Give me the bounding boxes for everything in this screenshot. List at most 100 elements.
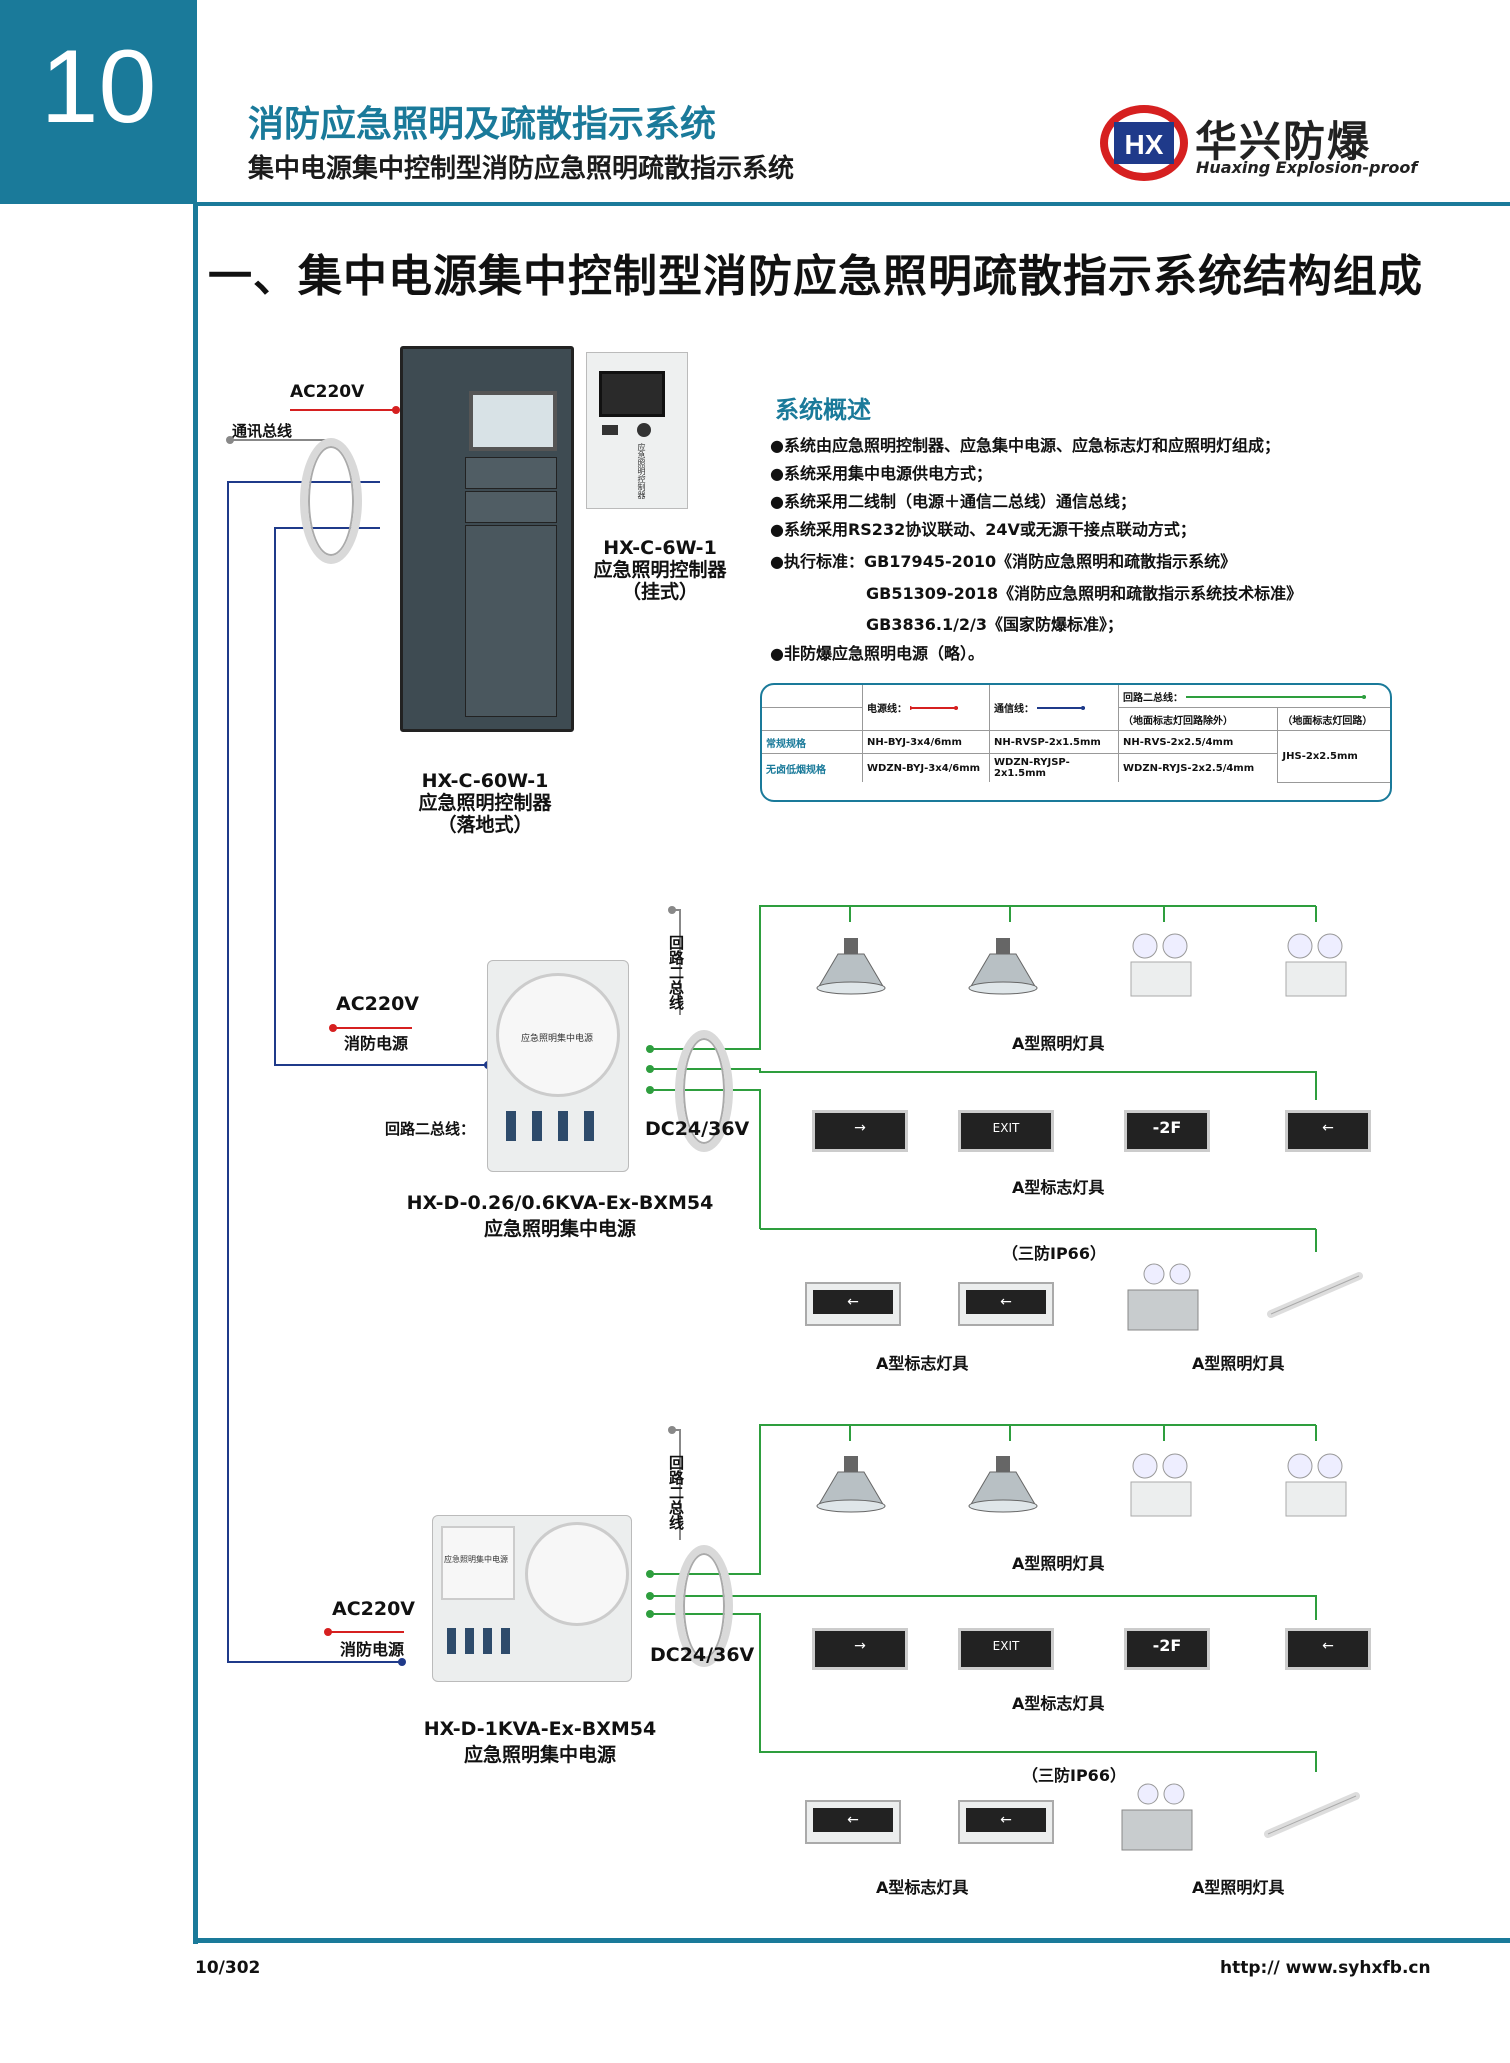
group2-fire-power: 消防电源 xyxy=(340,1640,405,1659)
logo-mark: HX xyxy=(1125,129,1164,160)
spec-comm-value: NH-RVSP-2x1.5mm xyxy=(989,730,1119,754)
group2-loop-bus-vertical: 回路二总线 xyxy=(667,1455,685,1530)
wall-controller-name: 应急照明控制器 xyxy=(593,559,727,581)
wall-controller-mount: （挂式） xyxy=(621,581,698,603)
spec-comm-value: WDZN-RYJSP-2x1.5mm xyxy=(989,753,1119,782)
floor-controller-cabinet xyxy=(400,346,574,732)
group1-row1-label: A型照明灯具 xyxy=(1012,1034,1105,1053)
group1-name: 应急照明集中电源 xyxy=(483,1218,636,1240)
logo-text-cn: 华兴防爆 xyxy=(1195,117,1372,166)
group1-loop-bus-vertical: 回路二总线 xyxy=(667,935,685,1010)
chapter-box xyxy=(0,0,197,204)
exit-sign-left-arrow-icon: ← xyxy=(958,1282,1054,1326)
floor-sign-icon: -2F xyxy=(1124,1628,1210,1670)
exit-sign-left-arrow-icon: ← xyxy=(805,1800,901,1844)
category-title: 消防应急照明及疏散指示系统 xyxy=(248,104,717,145)
exit-sign-right-arrow-icon: → xyxy=(812,1110,908,1152)
chapter-number: 10 xyxy=(40,29,157,145)
section-title: 一、集中电源集中控制型消防应急照明疏散指示系统结构组成 xyxy=(208,251,1423,302)
group2-dc-label: DC24/36V xyxy=(650,1644,755,1666)
group2-ac220v: AC220V xyxy=(332,1598,416,1620)
spec-row-name: 无卤低烟规格 xyxy=(762,753,863,782)
high-bay-light-icon xyxy=(960,938,1046,998)
stainless-emergency-light-icon xyxy=(1124,1262,1204,1334)
group1-loop-bus-label: 回路二总线： xyxy=(385,1120,476,1138)
overview-item: ●系统采用RS232协议联动、24V或无源干接点联动方式； xyxy=(770,520,1196,539)
floor-controller-mount: （落地式） xyxy=(437,814,533,836)
ac220v-label: AC220V xyxy=(290,382,365,402)
left-rule xyxy=(193,204,198,1944)
spec-power-value: NH-BYJ-3x4/6mm xyxy=(862,730,990,754)
overview-item: GB51309-2018《消防应急照明和疏散指示系统技术标准》 xyxy=(866,584,1303,603)
overview-item: ●系统采用二线制（电源＋通信二总线）通信总线； xyxy=(770,492,1136,511)
exit-sign-left-arrow-icon: ← xyxy=(1285,1110,1371,1152)
header-rule xyxy=(193,202,1510,206)
overview-item: ●执行标准：GB17945-2010《消防应急照明和疏散指示系统》 xyxy=(770,552,1237,571)
exit-sign-text-icon: EXIT xyxy=(958,1628,1054,1670)
twin-spot-emergency-light-icon xyxy=(1125,932,1205,1002)
overview-item: ●系统采用集中电源供电方式； xyxy=(770,464,992,483)
group1-row3-label-b: A型照明灯具 xyxy=(1192,1354,1285,1373)
group2-model: HX-D-1KVA-Ex-BXM54 xyxy=(423,1718,657,1740)
spec-power-value: WDZN-BYJ-3x4/6mm xyxy=(862,753,990,782)
spec-header-power: 电源线： xyxy=(867,704,907,715)
spec-header-loop: 回路二总线： xyxy=(1123,692,1183,704)
stainless-emergency-light-icon xyxy=(1118,1782,1198,1854)
group1-ip-label: （三防IP66） xyxy=(1002,1244,1106,1263)
comm-bus-label: 通讯总线 xyxy=(232,422,293,440)
cable-ring-icon xyxy=(675,1545,733,1667)
footer-rule xyxy=(193,1938,1510,1943)
spec-loop-value: NH-RVS-2x2.5/4mm xyxy=(1117,730,1279,754)
group2-row2-label: A型标志灯具 xyxy=(1012,1694,1105,1713)
page-number: 10/302 xyxy=(195,1958,261,1978)
group2-name: 应急照明集中电源 xyxy=(463,1744,616,1766)
exit-sign-right-arrow-icon: → xyxy=(812,1628,908,1670)
group2-row3-label-a: A型标志灯具 xyxy=(876,1878,969,1897)
floor-controller-model: HX-C-60W-1 xyxy=(421,770,549,792)
cable-ring-icon xyxy=(675,1030,733,1152)
overview-item: ●非防爆应急照明电源（略）。 xyxy=(770,644,984,663)
tube-light-icon xyxy=(1265,1270,1365,1320)
overview-item: GB3836.1/2/3《国家防爆标准》； xyxy=(866,615,1124,634)
exit-sign-left-arrow-icon: ← xyxy=(958,1800,1054,1844)
wall-controller-box: 应急照明控制器 xyxy=(586,352,688,509)
group1-fire-power: 消防电源 xyxy=(344,1034,409,1053)
exit-sign-left-arrow-icon: ← xyxy=(805,1282,901,1326)
twin-spot-emergency-light-icon xyxy=(1280,932,1360,1002)
website-url: http:// www.syhxfb.cn xyxy=(1220,1958,1431,1978)
group1-model: HX-D-0.26/0.6KVA-Ex-BXM54 xyxy=(406,1192,714,1214)
tube-light-icon xyxy=(1262,1790,1362,1840)
comm-bus-line-2 xyxy=(227,481,402,1663)
overview-title: 系统概述 xyxy=(775,396,871,424)
cable-spec-table: 电源线： 通信线： 回路二总线： （地面标志灯回路除外） （地面标志灯回路） 常… xyxy=(760,683,1392,802)
group2-box-text: 应急照明集中电源 xyxy=(444,1555,508,1564)
spec-header-comm: 通信线： xyxy=(994,704,1034,715)
group2-ip-label: （三防IP66） xyxy=(1022,1766,1126,1785)
twin-spot-emergency-light-icon xyxy=(1125,1452,1205,1522)
floor-sign-icon: -2F xyxy=(1124,1110,1210,1152)
logo-text-en: Huaxing Explosion-proof xyxy=(1196,158,1418,177)
group2-power-box: 应急照明集中电源 xyxy=(432,1515,632,1682)
exit-sign-text-icon: EXIT xyxy=(958,1110,1054,1152)
spec-header-loop-b: （地面标志灯回路） xyxy=(1277,707,1390,731)
high-bay-light-icon xyxy=(808,1456,894,1516)
group1-row3-label-a: A型标志灯具 xyxy=(876,1354,969,1373)
category-subtitle: 集中电源集中控制型消防应急照明疏散指示系统 xyxy=(248,154,795,184)
high-bay-light-icon xyxy=(808,938,894,998)
group2-row3-label-b: A型照明灯具 xyxy=(1192,1878,1285,1897)
group1-ac220v: AC220V xyxy=(336,993,420,1015)
spec-ground-loop-value: JHS-2x2.5mm xyxy=(1277,730,1390,783)
overview-item: ●系统由应急照明控制器、应急集中电源、应急标志灯和应照明灯组成； xyxy=(770,436,1280,455)
twin-spot-emergency-light-icon xyxy=(1280,1452,1360,1522)
brand-logo-icon: HX xyxy=(1100,105,1188,181)
cable-ring-icon xyxy=(300,438,362,564)
high-bay-light-icon xyxy=(960,1456,1046,1516)
floor-controller-name: 应急照明控制器 xyxy=(418,792,552,814)
wall-controller-model: HX-C-6W-1 xyxy=(603,537,717,559)
wall-controller-panel-text: 应急照明控制器 xyxy=(637,443,646,499)
exit-sign-left-arrow-icon: ← xyxy=(1285,1628,1371,1670)
group2-row1-label: A型照明灯具 xyxy=(1012,1554,1105,1573)
group1-row2-label: A型标志灯具 xyxy=(1012,1178,1105,1197)
group1-power-box: 应急照明集中电源 xyxy=(487,960,629,1172)
